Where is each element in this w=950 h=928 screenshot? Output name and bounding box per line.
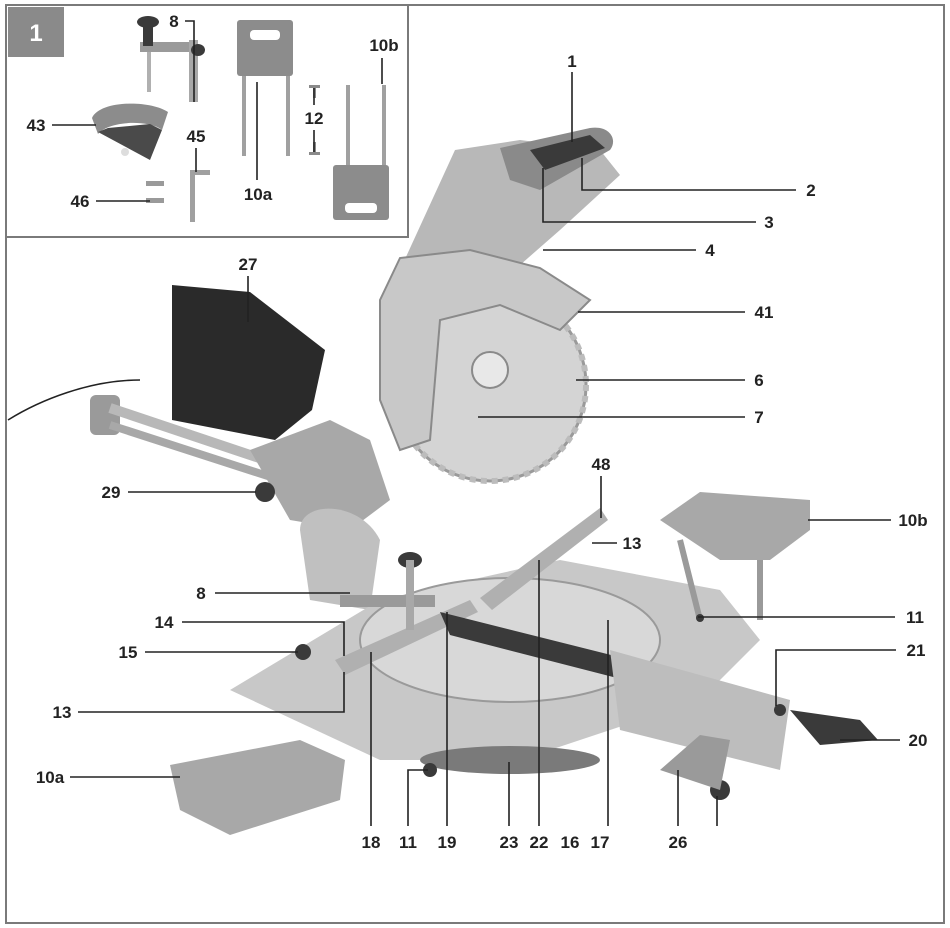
turntable-gear — [420, 746, 600, 774]
upper-blade-guard — [379, 248, 592, 452]
label-10b-inset: 10b — [369, 36, 398, 55]
handle-grip — [530, 135, 605, 170]
support-10a — [170, 740, 345, 835]
label-13-top: 13 — [623, 534, 642, 553]
dust-bag — [172, 285, 325, 440]
label-48: 48 — [592, 455, 611, 474]
label-15: 15 — [119, 643, 138, 662]
label-10a-inset: 10a — [244, 185, 273, 204]
front-extension — [610, 650, 790, 770]
label-4: 4 — [705, 241, 715, 260]
pivot-housing — [250, 420, 390, 530]
label-21: 21 — [907, 641, 926, 660]
part-43-handle-illustration — [92, 103, 168, 160]
inset-parts — [92, 16, 389, 222]
label-2: 2 — [806, 181, 815, 200]
label-18: 18 — [362, 833, 381, 852]
leader-lines — [52, 20, 900, 826]
part-10a-support-illustration — [237, 20, 293, 156]
part-45-key-illustration — [190, 170, 210, 222]
label-8-inset: 8 — [169, 12, 178, 31]
main-labels: 1 2 3 4 27 41 6 7 29 48 10b 13 8 11 14 1… — [36, 52, 928, 852]
knob-21 — [774, 704, 786, 716]
fence-right — [480, 508, 608, 610]
label-13-left: 13 — [53, 703, 72, 722]
knob-11 — [423, 763, 437, 777]
label-19: 19 — [438, 833, 457, 852]
lever-26 — [660, 735, 730, 790]
power-cord — [7, 379, 141, 421]
label-26: 26 — [669, 833, 688, 852]
figure-number-badge — [8, 7, 64, 57]
label-22: 22 — [530, 833, 549, 852]
label-20: 20 — [909, 731, 928, 750]
label-12: 12 — [305, 109, 324, 128]
label-16: 16 — [561, 833, 580, 852]
label-29: 29 — [102, 483, 121, 502]
label-45: 45 — [187, 127, 206, 146]
part-46-screws-illustration — [146, 181, 164, 203]
label-17: 17 — [591, 833, 610, 852]
inset-labels: 8 43 45 46 10a 12 10b — [27, 12, 399, 211]
label-27: 27 — [239, 255, 258, 274]
label-23: 23 — [500, 833, 519, 852]
label-43: 43 — [27, 116, 46, 135]
support-10b — [660, 492, 810, 560]
knob-11-right — [696, 614, 704, 622]
label-10b: 10b — [898, 511, 927, 530]
part-10b-support-illustration — [333, 85, 389, 220]
label-14: 14 — [155, 613, 174, 632]
label-10a: 10a — [36, 768, 65, 787]
label-6: 6 — [754, 371, 763, 390]
bevel-arm — [300, 508, 380, 610]
label-41: 41 — [755, 303, 774, 322]
clamp-8 — [340, 595, 435, 607]
label-11-right: 11 — [906, 608, 924, 627]
label-7: 7 — [754, 408, 763, 427]
label-11-bottom: 11 — [399, 833, 417, 852]
label-3: 3 — [764, 213, 773, 232]
label-46: 46 — [71, 192, 90, 211]
saw-illustration — [7, 127, 878, 835]
label-1: 1 — [567, 52, 576, 71]
lock-knob-29 — [255, 482, 275, 502]
front-grip-20 — [790, 710, 878, 745]
slide-rails — [90, 395, 282, 484]
knob-15 — [295, 644, 311, 660]
label-8: 8 — [196, 584, 205, 603]
figure-number: 1 — [29, 20, 42, 47]
